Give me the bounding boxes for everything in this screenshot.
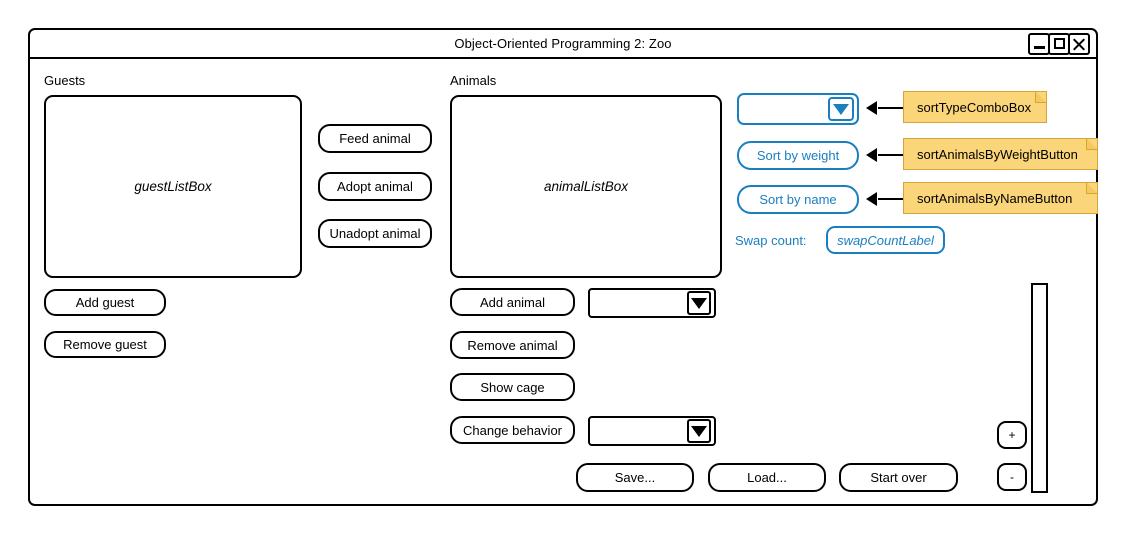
feed-animal-button[interactable]: Feed animal [318,124,432,153]
maximize-button[interactable] [1048,32,1070,55]
zoom-out-button[interactable]: - [997,463,1027,491]
callout-text: sortAnimalsByWeightButton [917,146,1078,162]
load-button[interactable]: Load... [708,463,826,492]
animal-list-box-placeholder: animalListBox [543,179,629,194]
remove-animal-button[interactable]: Remove animal [450,331,575,359]
sort-type-combobox[interactable] [737,93,859,125]
callout-sort-type-combobox: sortTypeComboBox [903,91,1047,123]
swap-count-label: Swap count: [735,233,807,248]
maximize-icon [1053,38,1065,49]
window-controls [1028,32,1090,55]
change-behavior-button[interactable]: Change behavior [450,416,575,444]
start-over-button[interactable]: Start over [839,463,958,492]
guests-section-label: Guests [44,73,86,88]
chevron-down-icon [691,297,707,309]
callout-sort-by-name-button: sortAnimalsByNameButton [903,182,1098,214]
zoom-in-button[interactable]: + [997,421,1027,449]
unadopt-animal-button[interactable]: Unadopt animal [318,219,432,248]
close-icon [1073,37,1086,50]
change-behavior-combobox-arrow[interactable] [687,419,711,443]
save-button[interactable]: Save... [576,463,694,492]
animal-list-box[interactable]: animalListBox [450,95,722,278]
add-animal-type-combobox[interactable] [588,288,716,318]
zoom-slider-track[interactable] [1031,283,1048,493]
guest-list-box[interactable]: guestListBox [44,95,302,278]
adopt-animal-button[interactable]: Adopt animal [318,172,432,201]
sort-by-weight-button[interactable]: Sort by weight [737,141,859,170]
add-guest-button[interactable]: Add guest [44,289,166,316]
animals-section-label: Animals [450,73,497,88]
callout-text: sortTypeComboBox [917,99,1032,115]
callout-text: sortAnimalsByNameButton [917,190,1073,206]
add-animal-button[interactable]: Add animal [450,288,575,316]
minimize-button[interactable] [1028,32,1050,55]
callout-arrow-line-1 [878,107,906,109]
sort-by-name-button[interactable]: Sort by name [737,185,859,214]
window-title: Object-Oriented Programming 2: Zoo [454,36,672,51]
guest-list-box-placeholder: guestListBox [134,179,212,194]
close-button[interactable] [1068,32,1090,55]
add-animal-type-combobox-arrow[interactable] [687,291,711,315]
remove-guest-button[interactable]: Remove guest [44,331,166,358]
callout-arrow-head-2 [866,148,877,162]
change-behavior-combobox[interactable] [588,416,716,446]
callout-arrow-head-3 [866,192,877,206]
chevron-down-icon [691,425,707,437]
callout-sort-by-weight-button: sortAnimalsByWeightButton [903,138,1098,170]
show-cage-button[interactable]: Show cage [450,373,575,401]
callout-arrow-line-2 [878,154,906,156]
chevron-down-icon [833,103,849,115]
sort-type-combobox-arrow[interactable] [828,97,854,121]
minimize-icon [1033,45,1045,49]
swap-count-value: swapCountLabel [826,226,945,254]
callout-arrow-head-1 [866,101,877,115]
title-bar: Object-Oriented Programming 2: Zoo [28,28,1098,59]
callout-arrow-line-3 [878,198,906,200]
